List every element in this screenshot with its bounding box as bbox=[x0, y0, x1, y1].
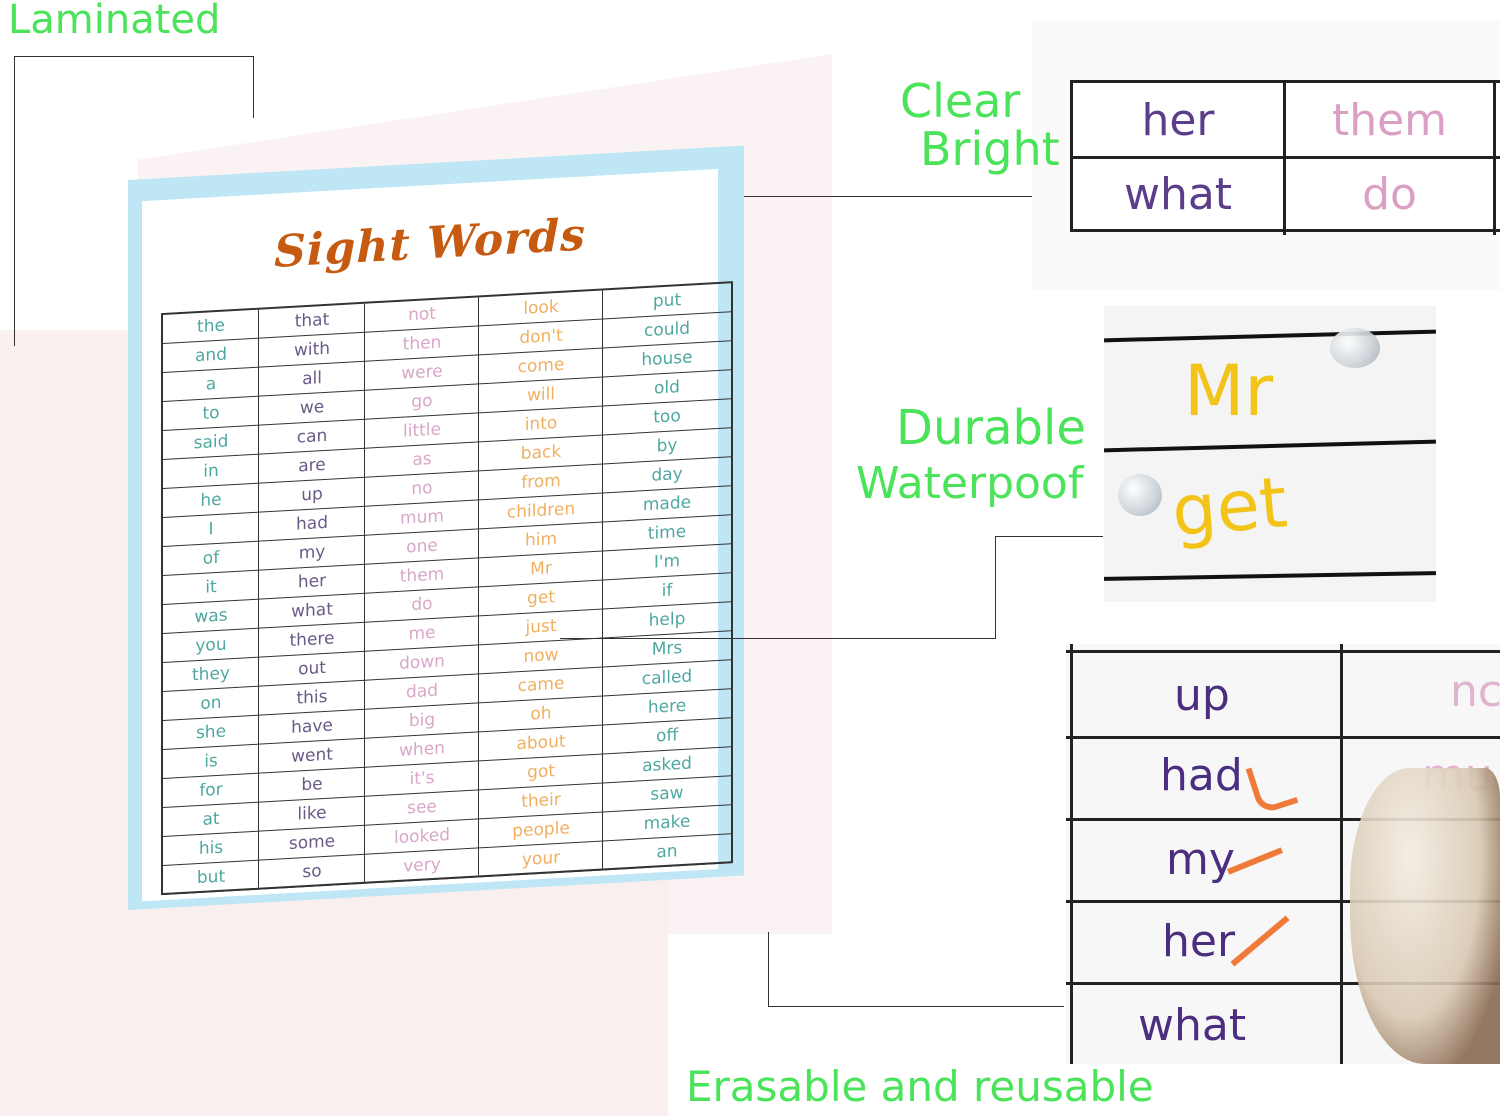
clear-table: her them what do bbox=[1070, 80, 1500, 235]
connector-line bbox=[744, 196, 1070, 197]
connector-line bbox=[560, 638, 996, 639]
erasable-panel: up had my her what nc mu bbox=[1066, 644, 1500, 1064]
table-cell: her bbox=[1141, 95, 1215, 146]
table-cell: what bbox=[1123, 169, 1233, 220]
water-drop-icon bbox=[1330, 328, 1380, 368]
panel-word-get: get bbox=[1168, 461, 1291, 553]
table-divider bbox=[1283, 83, 1286, 235]
connector-line bbox=[768, 932, 769, 1006]
feature-clear: Clear bbox=[900, 74, 1021, 128]
panel-word: had bbox=[1160, 750, 1243, 801]
table-cell: them bbox=[1331, 95, 1448, 146]
connector-line bbox=[768, 1006, 1064, 1007]
panel-line bbox=[1066, 982, 1500, 985]
panel-line bbox=[1066, 818, 1500, 821]
panel-word: up bbox=[1174, 670, 1230, 721]
tissue-hand bbox=[1350, 768, 1500, 1064]
panel-line bbox=[1104, 439, 1436, 453]
panel-word: her bbox=[1162, 916, 1236, 967]
word-cell: but bbox=[163, 860, 259, 896]
feature-erasable: Erasable and reusable bbox=[686, 1062, 1154, 1111]
connector-line bbox=[995, 536, 996, 639]
panel-line bbox=[1104, 329, 1436, 343]
marker-tick bbox=[1226, 847, 1284, 875]
table-cell: do bbox=[1362, 169, 1417, 220]
word-cell: an bbox=[603, 834, 731, 871]
word-cell: so bbox=[259, 854, 365, 890]
chart-title: Sight Words bbox=[274, 209, 586, 278]
table-divider bbox=[1073, 156, 1500, 159]
word-cell: your bbox=[479, 841, 603, 878]
marker-tick bbox=[1245, 756, 1299, 816]
water-drop-icon bbox=[1118, 474, 1162, 516]
panel-word: what bbox=[1138, 1000, 1247, 1051]
table-divider bbox=[1493, 83, 1496, 235]
panel-word: my bbox=[1166, 834, 1235, 885]
connector-line bbox=[995, 536, 1103, 537]
feature-laminated: Laminated bbox=[8, 0, 221, 43]
durable-panel: Mr get bbox=[1103, 306, 1437, 602]
panel-word-mr: Mr bbox=[1184, 350, 1274, 432]
panel-line bbox=[1066, 900, 1500, 903]
feature-durable: Durable bbox=[896, 400, 1086, 456]
word-cell: very bbox=[365, 848, 479, 884]
marker-tick bbox=[1230, 915, 1290, 967]
panel-line bbox=[1066, 650, 1500, 653]
panel-line bbox=[1066, 736, 1500, 739]
feature-bright: Bright bbox=[920, 122, 1060, 176]
panel-line bbox=[1070, 644, 1073, 1064]
panel-line bbox=[1340, 644, 1343, 1064]
bracket-line bbox=[253, 56, 254, 118]
panel-word-partial: nc bbox=[1450, 666, 1500, 717]
bracket-line bbox=[14, 56, 254, 57]
feature-waterproof: Waterpoof bbox=[856, 458, 1084, 509]
panel-line bbox=[1103, 571, 1437, 581]
bracket-line bbox=[14, 56, 15, 346]
